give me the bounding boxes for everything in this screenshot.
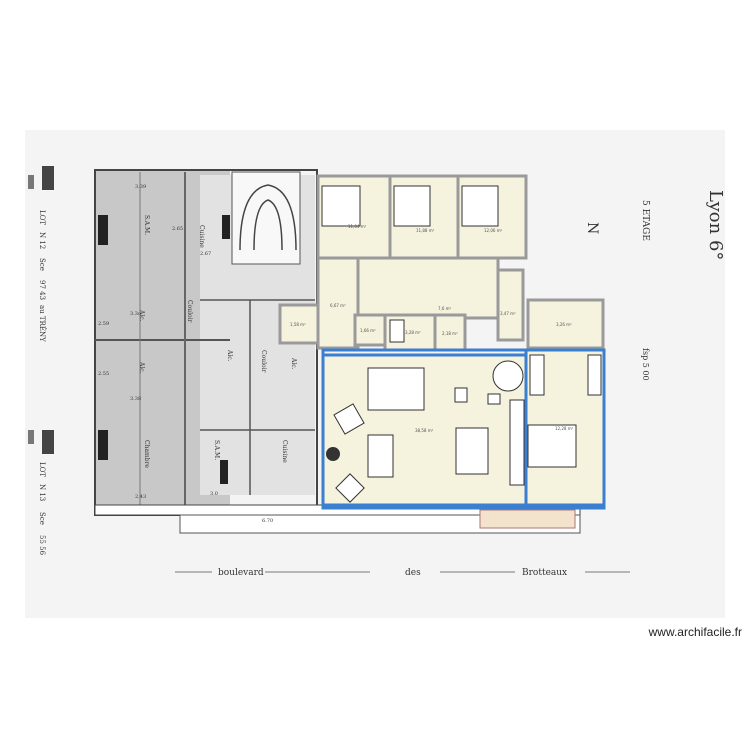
room-hall-area: 7,6 m² [438,306,452,311]
svg-text:Alc.: Alc. [138,361,145,374]
room-living-area: 38,58 m² [415,428,434,433]
svg-text:2.65: 2.65 [172,226,183,232]
scan-lot-bottom: LOT N 13 Sce 55 56 [38,462,46,556]
shelf-unit[interactable] [509,399,525,486]
scan-lot-top: LOT N 12 Sce 97 43 au TRÉNY [38,210,47,342]
armchair-1[interactable] [333,403,365,435]
room-right-small-area: 3,26 m² [556,322,572,327]
scan-street-word-1: boulevard [218,568,264,578]
room-bed3[interactable]: 12,06 m² [456,174,528,260]
room-wc2[interactable]: 2,18 m² [433,313,467,352]
wardrobe-1[interactable] [529,354,545,396]
svg-text:Cuisine: Cuisine [281,440,288,463]
svg-text:2.55: 2.55 [98,371,109,377]
svg-text:Couloir: Couloir [260,350,267,373]
room-shower-area: 3,47 m² [500,311,516,316]
room-small-left[interactable]: 1,58 m² [278,303,320,345]
room-bath-area: 3,28 m² [405,330,421,335]
svg-text:3.3o: 3.3o [130,311,141,317]
svg-text:6.70: 6.70 [262,518,273,524]
selection-frame [321,348,606,510]
room-right-small[interactable]: 3,26 m² [526,298,605,350]
svg-text:Alc.: Alc. [138,309,145,322]
svg-text:2.43: 2.43 [135,494,146,500]
room-wc1-area: 1,66 m² [360,328,376,333]
plan-overlay: 11,04 m² 11,88 m² 12,06 m² 6,67 m² 7,6 m… [278,174,606,529]
scan-room-names: Cuisine S.A.M. Alc. Couloir Alc. Chambre… [138,215,297,468]
scan-city-label: Lyon 6° [705,190,726,260]
room-bed1-area: 11,04 m² [348,224,367,229]
room-wc2-area: 2,18 m² [442,331,458,336]
room-small-left-area: 1,58 m² [290,322,306,327]
room-wc1[interactable]: 1,66 m² [353,313,387,347]
room-shower[interactable]: 3,47 m² [496,268,525,342]
wardrobe-2[interactable] [587,354,602,396]
scan-street-word-2: des [405,568,421,578]
svg-text:Alc.: Alc. [290,357,297,370]
svg-text:LOT: LOT [38,210,46,225]
room-bed-big[interactable]: 12,28 m² [524,348,606,507]
room-bath[interactable]: 3,28 m² [383,313,437,352]
scan-floor-label: 5 ETAGE [640,200,650,241]
balcony-hatch [479,509,576,529]
room-corridor-1-area: 6,67 m² [330,303,346,308]
svg-text:Sce: Sce [38,512,46,525]
room-bed3-area: 12,06 m² [484,228,503,233]
sofa[interactable] [367,434,394,478]
plant-icon [326,447,340,461]
svg-text:3.0: 3.0 [210,491,218,497]
bed-big[interactable] [527,424,577,468]
coffee-table[interactable] [455,427,489,475]
credit-text: www.archifacile.fr [648,625,742,639]
svg-text:2.59: 2.59 [98,321,109,327]
svg-text:2.67: 2.67 [200,251,211,257]
dining-table[interactable] [367,367,425,411]
side-cabinet[interactable] [454,387,468,403]
room-bed1[interactable]: 11,04 m² [316,174,392,260]
svg-text:55 56: 55 56 [38,535,46,556]
room-hall[interactable]: 7,6 m² [356,256,500,320]
room-bed-big-area: 12,28 m² [555,426,574,431]
room-corridor-1[interactable]: 6,67 m² [316,256,360,350]
svg-text:Chambre: Chambre [143,440,150,468]
svg-text:3.39: 3.39 [135,184,146,190]
svg-text:Sce: Sce [38,258,46,271]
spiral-stair-icon [492,360,524,392]
svg-text:97 43: 97 43 [38,280,46,300]
svg-text:Couloir: Couloir [186,300,193,323]
scan-ref-label: fsp 5 00 [641,348,650,381]
armchair-2[interactable] [335,473,365,503]
scan-margin-markers [28,166,54,454]
room-bed2-area: 11,88 m² [416,228,435,233]
svg-text:3.38: 3.38 [130,396,141,402]
scan-north-label: N [584,222,600,234]
scan-dimensions: 3.39 2.65 3.3o 2.55 3.38 2.43 3.0 6.70 2… [98,184,273,524]
svg-text:N 12: N 12 [38,232,46,249]
scan-street-word-3: Brotteaux [522,568,567,578]
svg-text:S.A.M.: S.A.M. [143,215,150,235]
svg-text:au TRÉNY: au TRÉNY [38,305,47,342]
svg-text:S.A.M.: S.A.M. [213,440,220,460]
svg-text:Alc.: Alc. [226,349,233,362]
svg-text:Cuisine: Cuisine [198,225,205,248]
svg-text:N 13: N 13 [38,484,46,501]
side-cabinet-2[interactable] [487,393,501,405]
svg-text:LOT: LOT [38,462,46,477]
room-living[interactable]: 38,58 m² [321,353,528,507]
room-bed2[interactable]: 11,88 m² [388,174,460,260]
